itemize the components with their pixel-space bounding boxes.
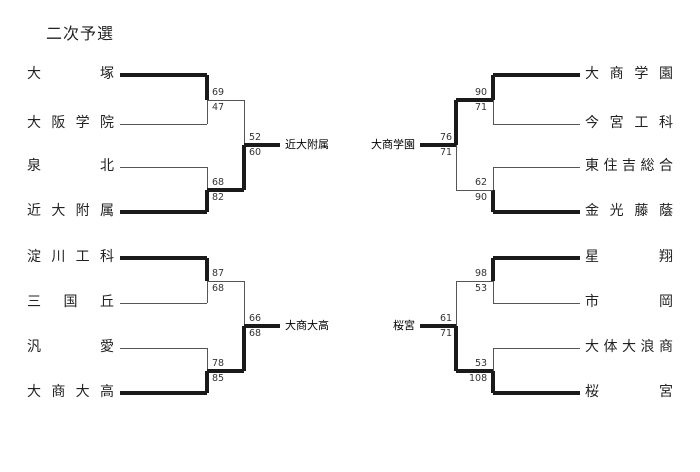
team-line <box>120 347 207 349</box>
final-line <box>244 143 280 147</box>
winner-path <box>454 326 458 371</box>
winner-path <box>205 258 209 281</box>
final-score: 68 <box>249 328 262 339</box>
match-score: 98 <box>475 268 488 279</box>
round2-line <box>456 189 493 191</box>
final-score: 60 <box>249 147 262 158</box>
team-name: 汎 愛 <box>27 339 114 355</box>
round2-line <box>456 98 493 102</box>
team-line <box>493 347 580 349</box>
team-line <box>120 166 207 168</box>
team-name: 市 岡 <box>585 294 673 310</box>
team-line <box>120 302 207 304</box>
final-connector <box>455 100 457 190</box>
team-line <box>493 256 580 260</box>
match-score: 90 <box>475 192 488 203</box>
match-score: 47 <box>212 102 225 113</box>
match-score: 71 <box>475 102 488 113</box>
match-score: 68 <box>212 283 225 294</box>
final-score: 66 <box>249 313 262 324</box>
winner-path <box>242 326 246 371</box>
winner-path <box>491 75 495 100</box>
final-score: 76 <box>440 132 453 143</box>
final-score: 71 <box>440 328 453 339</box>
match-score: 62 <box>475 177 488 188</box>
final-score: 61 <box>440 313 453 324</box>
match-connector <box>492 167 494 212</box>
round2-line <box>456 369 493 373</box>
final-line <box>420 143 456 147</box>
final-line <box>244 324 280 328</box>
team-name: 星 翔 <box>585 249 673 265</box>
block-winner: 桜宮 <box>393 319 415 332</box>
final-score: 52 <box>249 132 262 143</box>
round2-line <box>207 369 244 373</box>
match-score: 87 <box>212 268 225 279</box>
team-name: 東住吉総合 <box>585 158 673 174</box>
block-winner: 近大附属 <box>285 138 329 151</box>
team-line <box>493 123 580 125</box>
team-line <box>493 302 580 304</box>
block-winner: 大商学園 <box>371 138 415 151</box>
team-line <box>493 73 580 77</box>
winner-path <box>205 371 209 393</box>
team-name: 泉 北 <box>27 158 114 174</box>
round2-line <box>207 280 244 282</box>
team-name: 大体大浪商 <box>585 339 673 355</box>
page-title: 二次予選 <box>46 24 115 43</box>
team-name: 大商大高 <box>27 384 114 400</box>
match-score: 78 <box>212 358 225 369</box>
match-score: 108 <box>469 373 488 384</box>
team-line <box>120 210 207 214</box>
team-name: 三 国 丘 <box>27 294 114 310</box>
team-line <box>120 123 207 125</box>
team-line <box>493 391 580 395</box>
winner-path <box>491 258 495 281</box>
team-name: 金光藤蔭 <box>585 203 673 219</box>
team-name: 大 塚 <box>27 66 114 82</box>
team-line <box>120 256 207 260</box>
winner-path <box>454 100 458 145</box>
team-name: 大阪学院 <box>27 115 114 131</box>
match-score: 69 <box>212 87 225 98</box>
match-score: 82 <box>212 192 225 203</box>
team-name: 淀川工科 <box>27 249 114 265</box>
match-score: 85 <box>212 373 225 384</box>
match-connector <box>492 348 494 393</box>
round2-line <box>207 188 244 192</box>
match-score: 90 <box>475 87 488 98</box>
team-line <box>120 391 207 395</box>
team-name: 近大附属 <box>27 203 114 219</box>
final-line <box>420 324 456 328</box>
round2-line <box>456 280 493 282</box>
match-score: 53 <box>475 358 488 369</box>
team-line <box>493 210 580 214</box>
team-name: 今宮工科 <box>585 115 673 131</box>
team-name: 大商学園 <box>585 66 673 82</box>
final-score: 71 <box>440 147 453 158</box>
match-score: 53 <box>475 283 488 294</box>
block-winner: 大商大高 <box>285 319 329 332</box>
winner-path <box>491 190 495 212</box>
winner-path <box>205 190 209 212</box>
winner-path <box>491 371 495 393</box>
match-score: 68 <box>212 177 225 188</box>
winner-path <box>242 145 246 190</box>
team-line <box>493 166 580 168</box>
team-line <box>120 73 207 77</box>
team-name: 桜 宮 <box>585 384 673 400</box>
winner-path <box>205 75 209 100</box>
round2-line <box>207 99 244 101</box>
